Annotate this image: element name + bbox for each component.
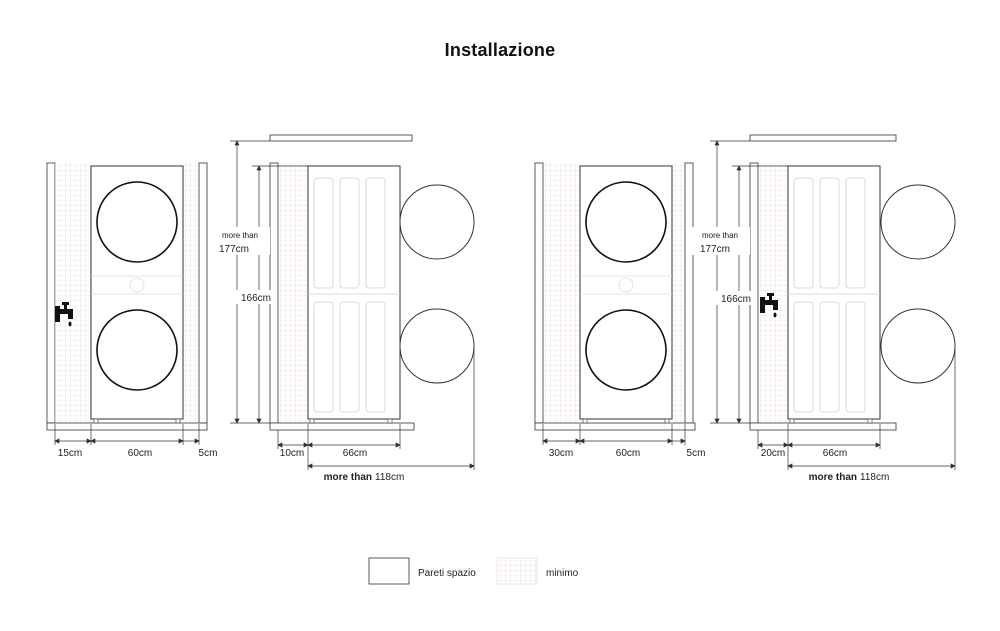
dim-height-min-total: 177cm: [219, 244, 249, 255]
floor: [749, 422, 897, 431]
dim-height-more-than-label: more than: [222, 231, 258, 240]
page-title: Installazione: [444, 40, 556, 60]
washer-door: [96, 309, 178, 391]
dim-depth-total-value: 118cm: [860, 472, 889, 483]
washtower-side: [307, 165, 401, 420]
dim-left-gap: 15cm: [58, 448, 82, 459]
faucet-icon: [55, 302, 73, 327]
dryer-door-open: [880, 184, 956, 260]
legend-walls-label: Pareti spazio: [418, 568, 476, 579]
legend-minimum-swatch: [496, 557, 538, 585]
dim-depth: 66cm: [343, 448, 367, 459]
dim-depth-total-prefix: more than: [809, 472, 857, 483]
dim-height: 166cm: [721, 294, 751, 305]
dim-depth-total-prefix: more than: [324, 472, 372, 483]
ceiling: [269, 134, 413, 142]
washtower-side: [787, 165, 881, 420]
front-view-2: 30cm 60cm 5cm: [534, 162, 706, 459]
dim-right-gap: 5cm: [687, 448, 706, 459]
washer-door-open: [880, 308, 956, 384]
control-knob: [618, 277, 634, 293]
dim-left-gap: 30cm: [549, 448, 573, 459]
legend: Pareti spazio minimo: [368, 557, 579, 585]
dryer-door: [585, 181, 667, 263]
legend-minimum-label: minimo: [546, 568, 579, 579]
dim-depth-total-value: 118cm: [375, 472, 404, 483]
right-wall: [684, 162, 694, 424]
floor: [534, 422, 696, 431]
minimum-space-left: [55, 163, 91, 423]
floor: [46, 422, 208, 431]
right-wall: [198, 162, 208, 424]
diagram-2: 30cm 60cm 5cm: [534, 134, 956, 483]
floor: [269, 422, 415, 431]
diagram-1: 15cm 60cm 5cm: [46, 134, 475, 483]
dim-back-gap: 20cm: [761, 448, 785, 459]
dim-front-width: 60cm: [128, 448, 152, 459]
minimum-space-back: [278, 163, 308, 423]
front-view-1: 15cm 60cm 5cm: [46, 162, 218, 459]
washer-door-open: [399, 308, 475, 384]
control-knob: [129, 277, 145, 293]
legend-walls-swatch: [368, 557, 410, 585]
dryer-door: [96, 181, 178, 263]
dim-height-more-than-label: more than: [702, 231, 738, 240]
faucet-icon: [760, 293, 778, 318]
side-view-2: more than 177cm 166cm 20cm 66cm more tha…: [692, 134, 956, 483]
minimum-space-right: [183, 163, 199, 423]
dim-depth: 66cm: [823, 448, 847, 459]
washer-door: [585, 309, 667, 391]
dim-front-width: 60cm: [616, 448, 640, 459]
dryer-door-open: [399, 184, 475, 260]
dim-right-gap: 5cm: [199, 448, 218, 459]
left-wall: [534, 162, 544, 424]
ceiling: [749, 134, 897, 142]
dim-back-gap: 10cm: [280, 448, 304, 459]
dim-height: 166cm: [241, 293, 271, 304]
dim-height-min-total: 177cm: [700, 244, 730, 255]
left-wall: [46, 162, 56, 424]
minimum-space-right: [672, 163, 685, 423]
side-view-1: more than 177cm 166cm 10cm 66cm more tha…: [210, 134, 475, 483]
minimum-space-left: [543, 163, 580, 423]
